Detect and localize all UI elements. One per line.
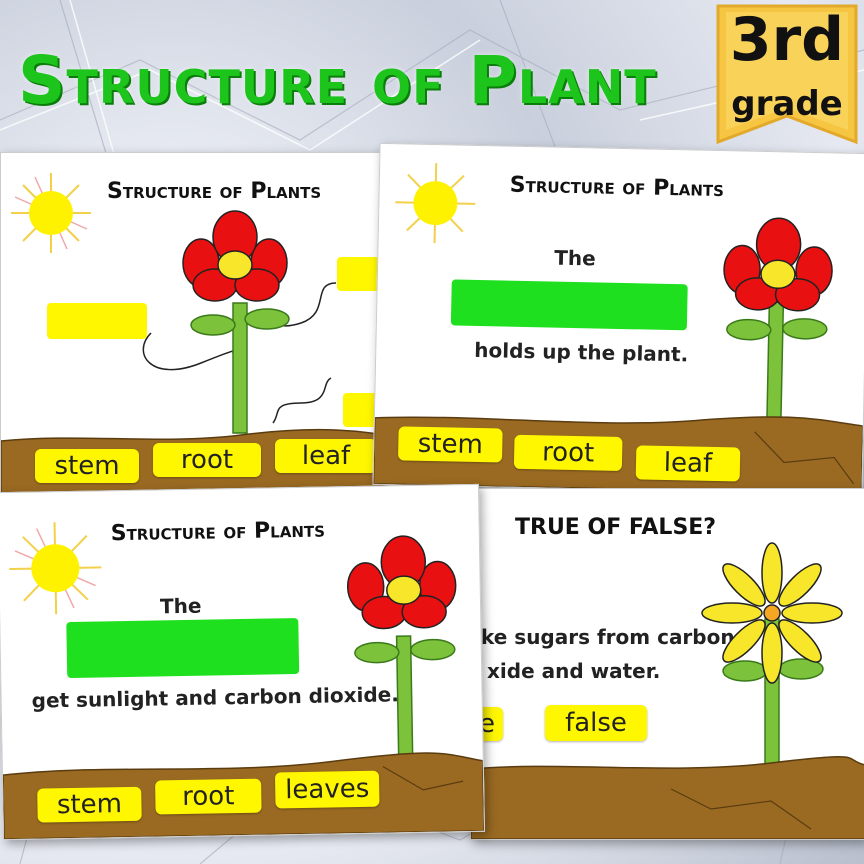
word-chip-false[interactable]: false (545, 705, 647, 741)
word-chip-root[interactable]: root (513, 434, 623, 472)
grade-number: 3rd (729, 5, 845, 75)
statement-line-2: xide and water. (487, 659, 661, 683)
flower-illustration (142, 210, 337, 434)
flower-illustration (723, 217, 833, 444)
word-chip-root[interactable]: root (153, 443, 261, 477)
worksheet-card-1: Structure of Plants stem root leaf (0, 152, 398, 504)
word-chip-stem[interactable]: stem (397, 426, 503, 463)
daisy-flower-illustration (701, 542, 843, 780)
sun-icon (9, 522, 102, 615)
grade-label: grade (731, 84, 843, 124)
word-chip-stem[interactable]: stem (35, 449, 139, 483)
worksheet-card-3: Structure of Plants The get sunlight and… (0, 483, 485, 841)
word-chip-leaves[interactable]: leaves (274, 770, 380, 809)
soil-ground (471, 756, 864, 839)
statement-line-1: ke sugars from carbon (481, 625, 735, 649)
sun-icon (395, 163, 476, 244)
word-chip-stem[interactable]: stem (37, 786, 142, 823)
word-chip-root[interactable]: root (155, 778, 262, 815)
ribbon-banner-icon (716, 4, 858, 144)
word-chip-leaf[interactable]: leaf (275, 439, 377, 473)
grade-badge: 3rd grade (716, 4, 858, 144)
sun-icon (11, 173, 91, 253)
worksheet-card-2: Structure of Plants The holds up the pla… (372, 142, 864, 496)
word-chip-leaf[interactable]: leaf (635, 445, 741, 482)
main-title: Structure of Plant (18, 42, 657, 119)
label-blank[interactable] (47, 303, 147, 339)
card-title: TRUE OF FALSE? (515, 515, 717, 540)
flower-illustration (346, 535, 457, 778)
card-title: Structure of Plants (107, 179, 322, 204)
worksheet-card-4: TRUE OF FALSE? ke sugars from carbon xid… (470, 488, 864, 840)
